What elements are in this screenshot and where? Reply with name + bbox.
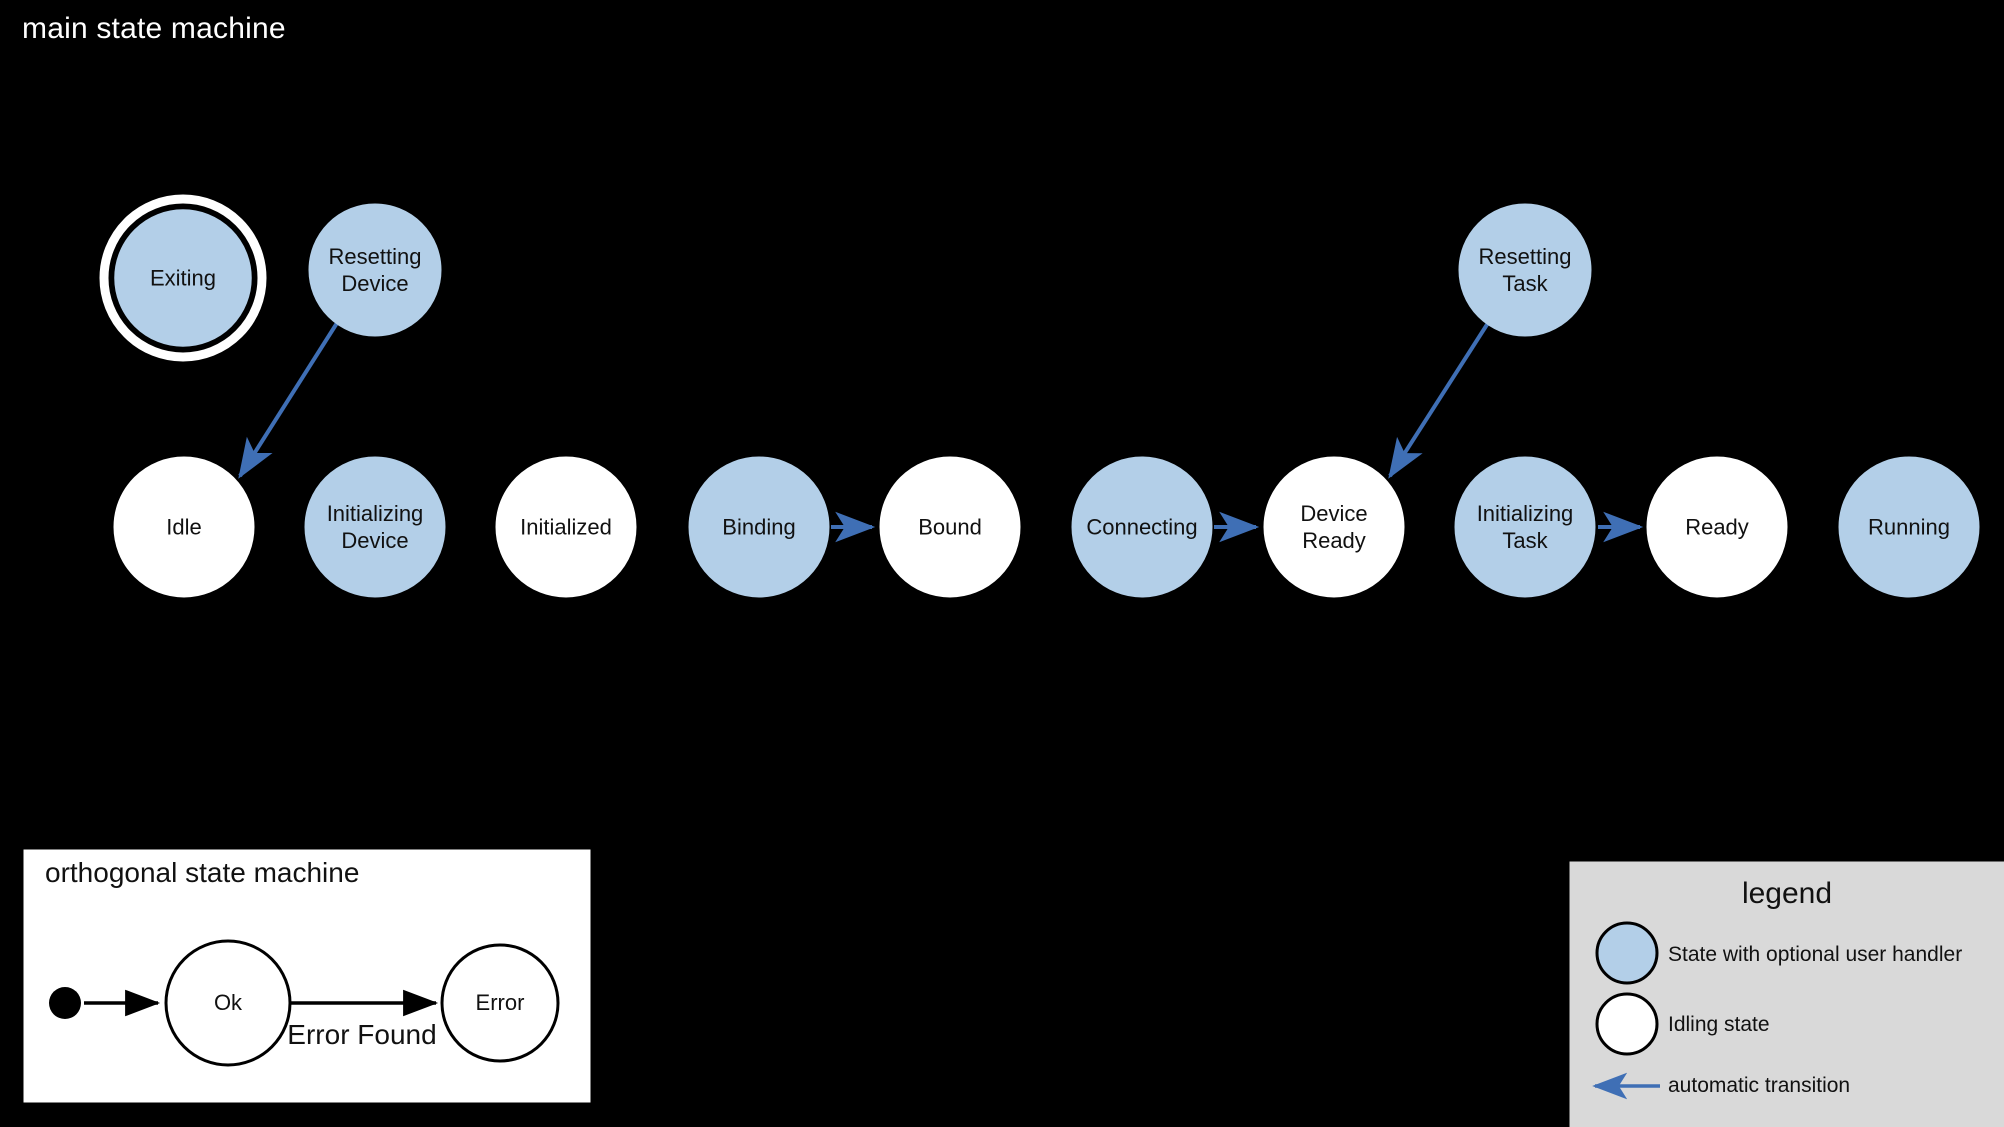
- state-idle[interactable]: [113, 456, 255, 598]
- state-bound[interactable]: [879, 456, 1021, 598]
- legend-item-label-handler-state: State with optional user handler: [1668, 943, 1963, 966]
- legend-title: legend: [1741, 877, 1833, 910]
- state-connecting[interactable]: [1071, 456, 1213, 598]
- ortho-state-ok[interactable]: [164, 939, 292, 1067]
- main-states: [99, 194, 1980, 598]
- transition-resetting-task-to-device-ready: [1388, 321, 1490, 479]
- ortho-state-label-error: Error: [475, 990, 525, 1015]
- transition-resetting-device-to-idle: [238, 321, 339, 479]
- legend-white-circle-icon: [1595, 992, 1659, 1056]
- state-exiting[interactable]: [99, 194, 267, 362]
- legend-item-label-automatic-transition: automatic transition: [1668, 1074, 1851, 1097]
- orthogonal-panel-title: orthogonal state machine: [45, 857, 360, 888]
- ortho-state-label-ok: Ok: [213, 990, 243, 1015]
- initial-state-marker: [49, 987, 81, 1019]
- page-title: main state machine: [22, 12, 286, 45]
- state-ready[interactable]: [1646, 456, 1788, 598]
- legend-panel: [1569, 861, 2004, 1127]
- legend-item-label-idling-state: Idling state: [1668, 1013, 1770, 1036]
- state-binding[interactable]: [688, 456, 830, 598]
- legend-blue-circle-icon: [1595, 921, 1659, 985]
- state-initializing-task[interactable]: [1454, 456, 1596, 598]
- state-resetting-device[interactable]: [308, 203, 442, 337]
- state-initializing-device[interactable]: [304, 456, 446, 598]
- state-device-ready[interactable]: [1263, 456, 1405, 598]
- state-resetting-task[interactable]: [1458, 203, 1592, 337]
- state-initialized[interactable]: [495, 456, 637, 598]
- ortho-state-error[interactable]: [440, 943, 560, 1063]
- ortho-transition-label-error-found: Error Found: [287, 1019, 437, 1050]
- orthogonal-state-machine-panel: [20, 846, 594, 1106]
- state-running[interactable]: [1838, 456, 1980, 598]
- main-transitions: [238, 321, 1644, 543]
